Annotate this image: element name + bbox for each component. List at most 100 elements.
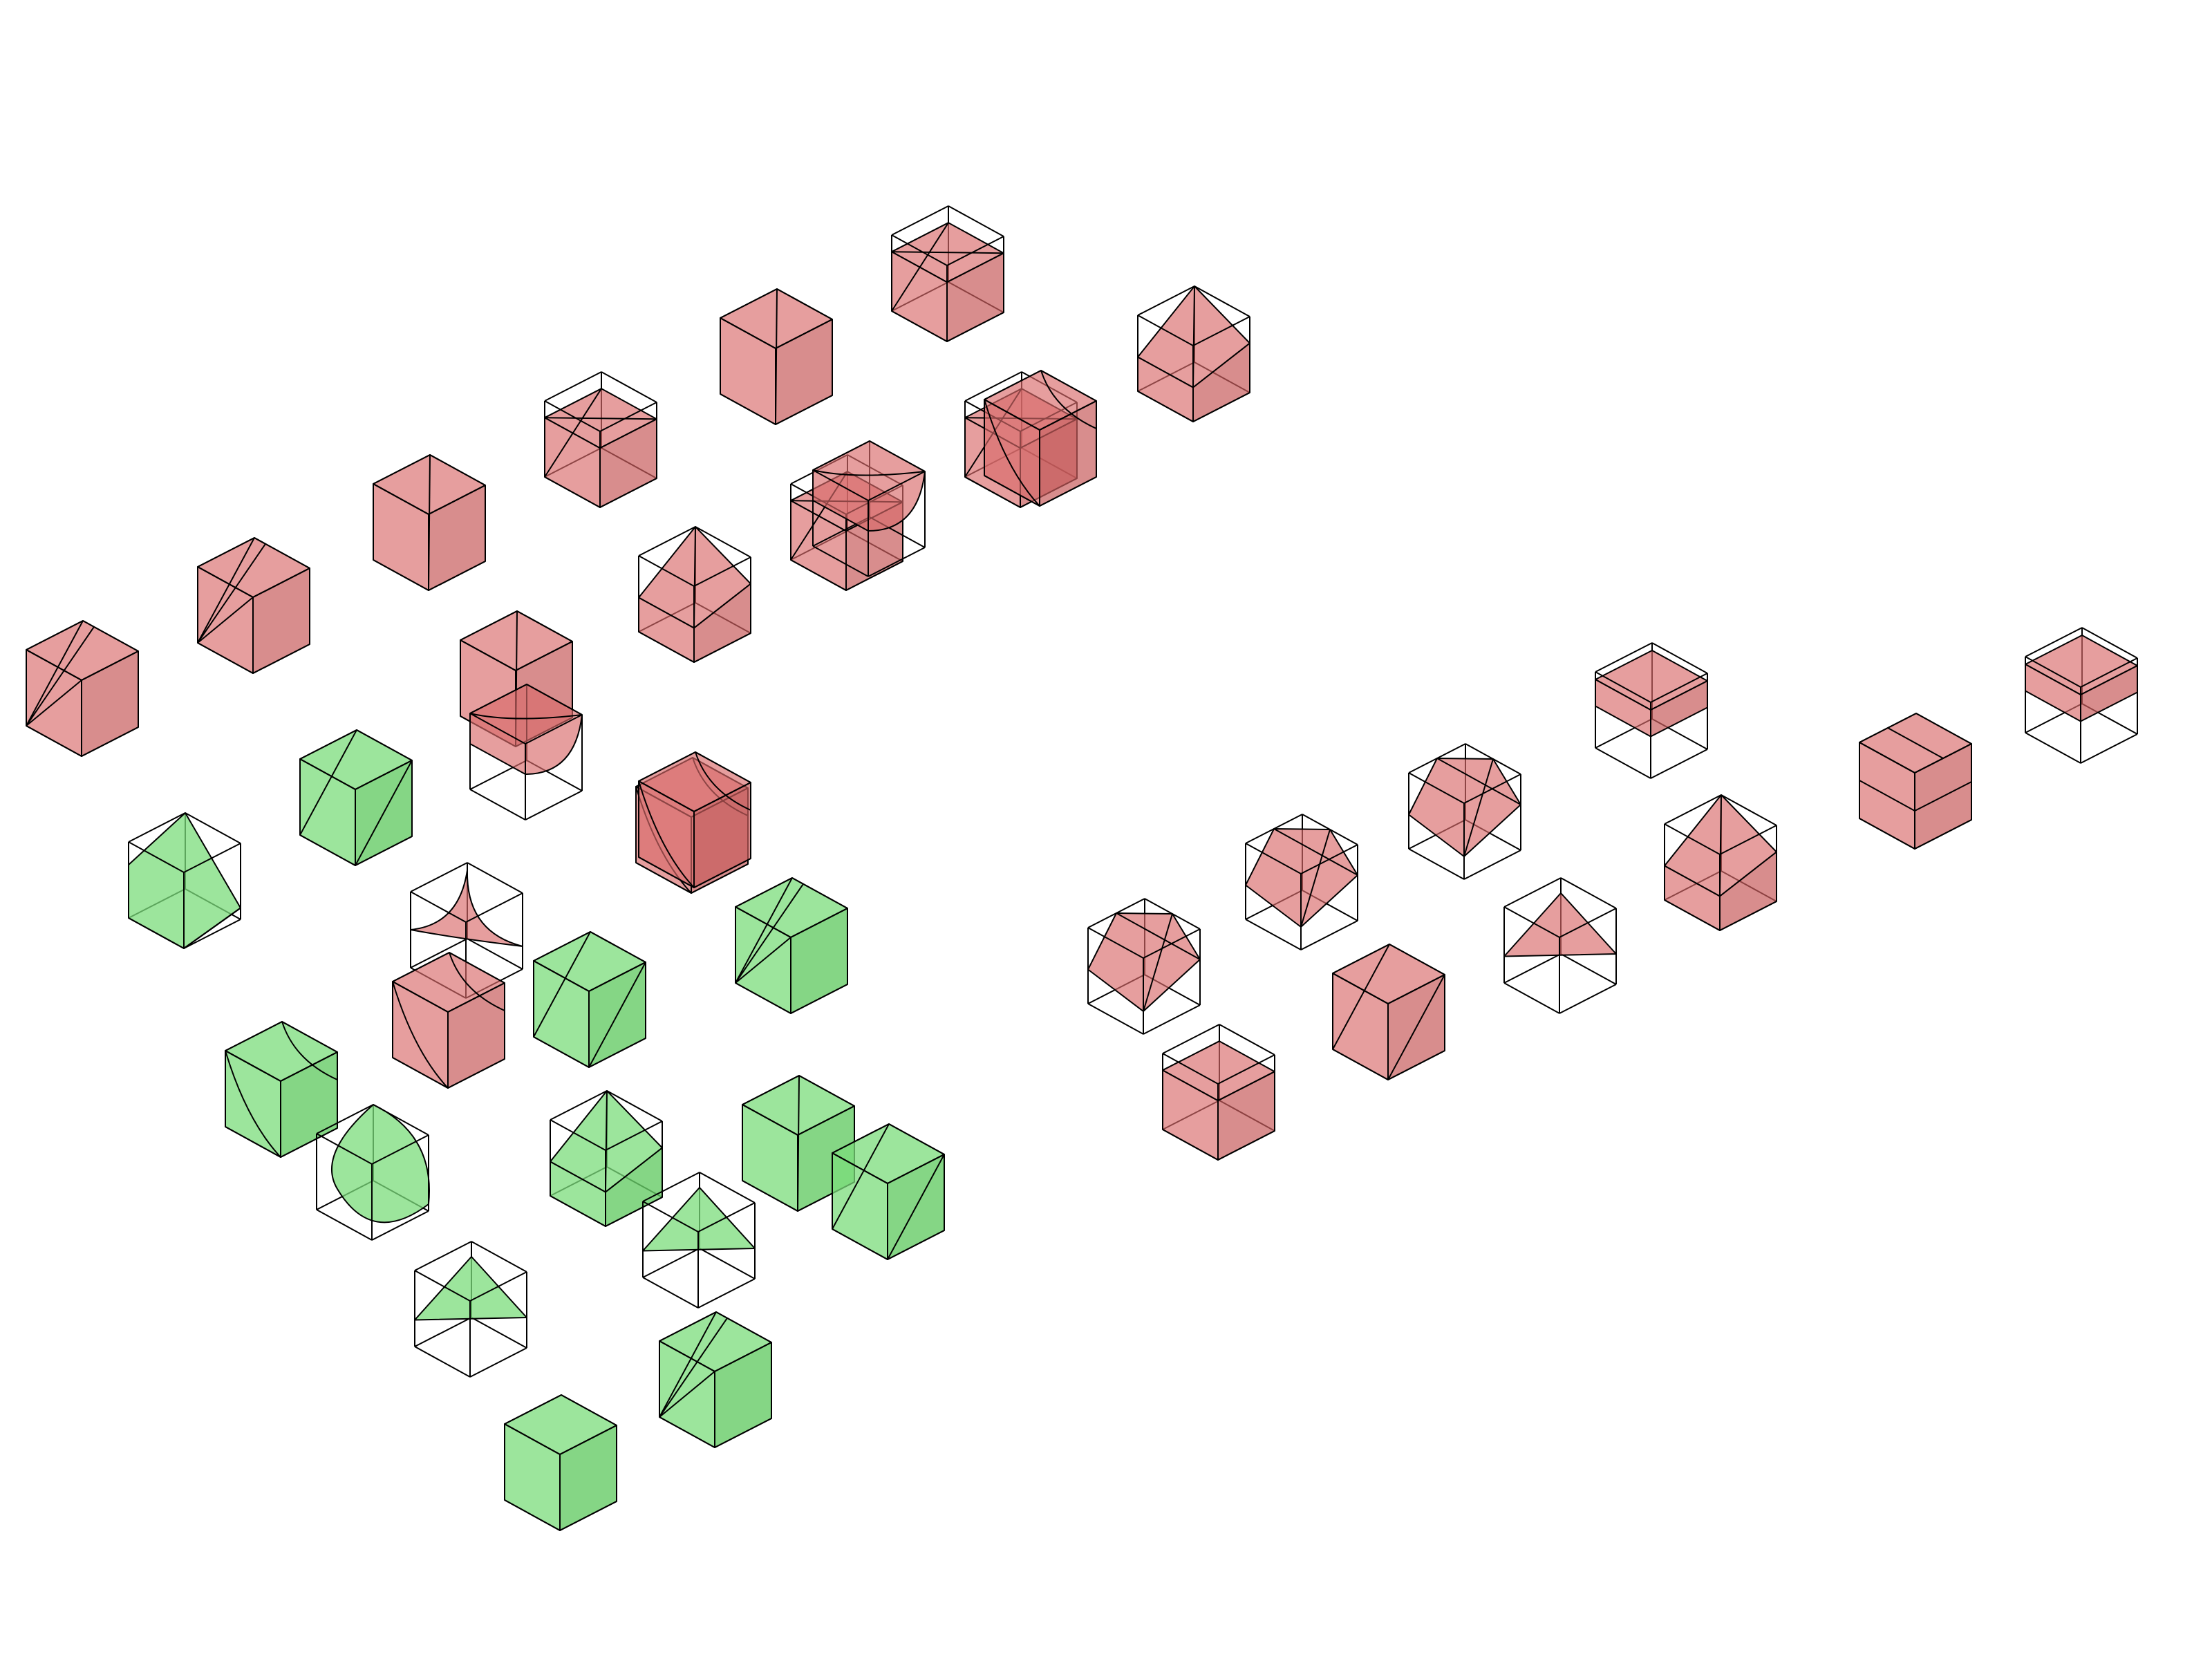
cube-valid-r8c0 (504, 1394, 617, 1531)
cube-valid-r6c3 (832, 1123, 945, 1260)
cut-line (197, 543, 266, 644)
cut-line (533, 931, 591, 1038)
cube-edge (469, 1271, 527, 1302)
cube-edge (1332, 973, 1389, 1004)
cube-edge (697, 1278, 756, 1309)
cube-invalid-r1c5 (1137, 285, 1250, 422)
cube-outline (1332, 944, 1445, 1080)
cube-outline (225, 1021, 338, 1158)
cube-edge (316, 1104, 374, 1134)
cube-edge (197, 566, 254, 598)
cube-valid-r5c0 (225, 1021, 338, 1158)
cube-edge (693, 858, 751, 888)
cube-edge (225, 1126, 281, 1158)
cube-edge (776, 288, 833, 320)
cube-edge (373, 559, 429, 591)
cube-edge (2080, 657, 2138, 688)
cut-arc (984, 399, 1040, 507)
cube-edge (128, 917, 185, 949)
cube-edge (26, 649, 82, 681)
cube-edge (544, 371, 602, 402)
cube-edge (1859, 713, 1917, 743)
cube-outline (1595, 642, 1708, 779)
cube-edge (469, 713, 526, 744)
cube-edge (790, 559, 847, 591)
cube-outline (984, 370, 1097, 507)
cube-edge (720, 317, 776, 349)
cube-edge (128, 812, 186, 843)
cube-edge (714, 1418, 772, 1448)
cube-edge (1559, 984, 1617, 1014)
cube-edge (1137, 315, 1194, 346)
cube-edge (81, 650, 139, 681)
cube-edge (891, 234, 948, 266)
cube-invalid-r0c1 (197, 537, 310, 674)
cube-outline (638, 526, 751, 663)
cube-volume (1595, 650, 1708, 738)
cut-line (1300, 829, 1331, 928)
cube-edge (559, 1425, 617, 1455)
cube-edge (984, 475, 1040, 507)
cube-invalid-r9c3 (1595, 642, 1708, 779)
cube-edge (447, 982, 505, 1013)
cube-edge (868, 471, 926, 501)
cube-edge (1914, 819, 1972, 850)
cut-line (1463, 758, 1494, 857)
cube-outline (1859, 713, 1972, 850)
cube-edge (544, 400, 601, 432)
cube-edge (791, 877, 848, 909)
cube-edge (449, 952, 505, 984)
cube-edge (1465, 743, 1521, 775)
cut-arc (392, 981, 449, 1089)
cube-invalid-r2c4 (812, 440, 926, 577)
cube-edge (1040, 370, 1097, 402)
cube-edge (642, 1201, 699, 1232)
cube-edge (638, 555, 695, 587)
cube-edge (371, 1210, 429, 1241)
cube-outline (642, 1172, 756, 1309)
cube-edge (1087, 1003, 1144, 1035)
cube-edge (465, 892, 523, 923)
cube-volume (812, 440, 926, 532)
cube-edge (697, 1202, 756, 1232)
cube-edge (550, 1090, 608, 1121)
cube-edge (1039, 400, 1097, 431)
cube-outline (414, 1241, 527, 1378)
cube-edge (428, 561, 486, 591)
cube-edge (525, 714, 583, 744)
cube-edge (1463, 774, 1521, 804)
cube-edge (693, 632, 751, 663)
cube-edge (1719, 825, 1777, 855)
cube-edge (550, 1195, 606, 1227)
cut-line (544, 388, 602, 478)
cube-edge (832, 1228, 888, 1260)
cube-edge (1137, 391, 1194, 422)
cube-edge (550, 1119, 606, 1151)
cube-edge (392, 952, 450, 982)
cube-edge (1162, 1053, 1219, 1085)
cube-outline (550, 1090, 663, 1227)
cube-edge (392, 1057, 449, 1089)
cube-edge (812, 440, 870, 471)
cube-invalid-r2c3 (638, 526, 751, 663)
cube-edge (371, 1134, 429, 1165)
cube-outline (1408, 743, 1521, 880)
cut-line (735, 937, 791, 984)
cube-edge (516, 610, 573, 642)
cube-edge (185, 812, 241, 844)
cube-edge (355, 760, 413, 790)
cube-edge (533, 960, 590, 992)
cube-edge (1245, 843, 1302, 874)
cube-edge (373, 454, 431, 485)
cube-valid-r3c1 (299, 729, 413, 866)
cube-invalid-r10c4 (1859, 713, 1972, 850)
cube-outline (891, 205, 1004, 342)
cut-arc (812, 469, 926, 476)
cube-edge (790, 908, 848, 938)
cube-edge (254, 537, 310, 569)
cube-edge (504, 1499, 561, 1531)
cube-edge (469, 684, 527, 714)
cube-edge (1650, 749, 1708, 779)
cube-edge (299, 758, 356, 790)
cut-line (1273, 828, 1358, 876)
